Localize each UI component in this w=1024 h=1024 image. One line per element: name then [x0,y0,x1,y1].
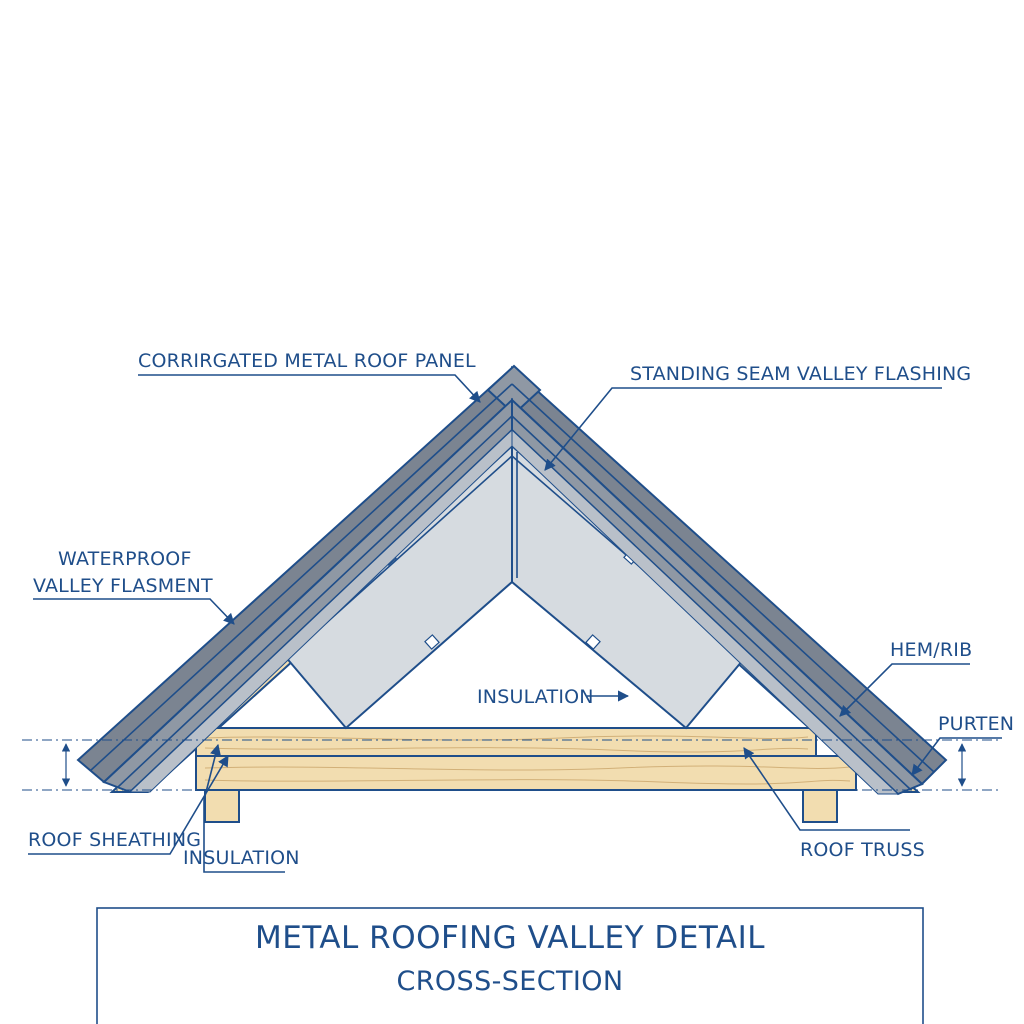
truss-beam-bottom [195,755,857,791]
support-block-left [204,787,240,823]
label-corrugated-panel: CORRIRGATED METAL ROOF PANEL [138,350,476,372]
label-hem-rib: HEM/RIB [890,639,972,661]
diagram-title: METAL ROOFING VALLEY DETAIL [255,920,765,956]
label-roof-sheathing: ROOF SHEATHING [28,829,201,851]
label-standing-seam: STANDING SEAM VALLEY FLASHING [630,363,971,385]
clip-2 [424,634,440,650]
label-roof-truss: ROOF TRUSS [800,839,925,861]
label-insulation-center: INSULATION [477,686,594,708]
diagram-subtitle: CROSS-SECTION [396,966,623,997]
label-insulation-bottom: INSULATION [183,847,300,869]
label-purten: PURTEN [938,713,1014,735]
label-waterproof-2: VALLEY FLASMENT [33,575,213,597]
clip-4 [585,634,601,650]
label-waterproof-1: WATERPROOF [58,548,192,570]
support-block-right [802,787,838,823]
title-box [96,907,924,1024]
